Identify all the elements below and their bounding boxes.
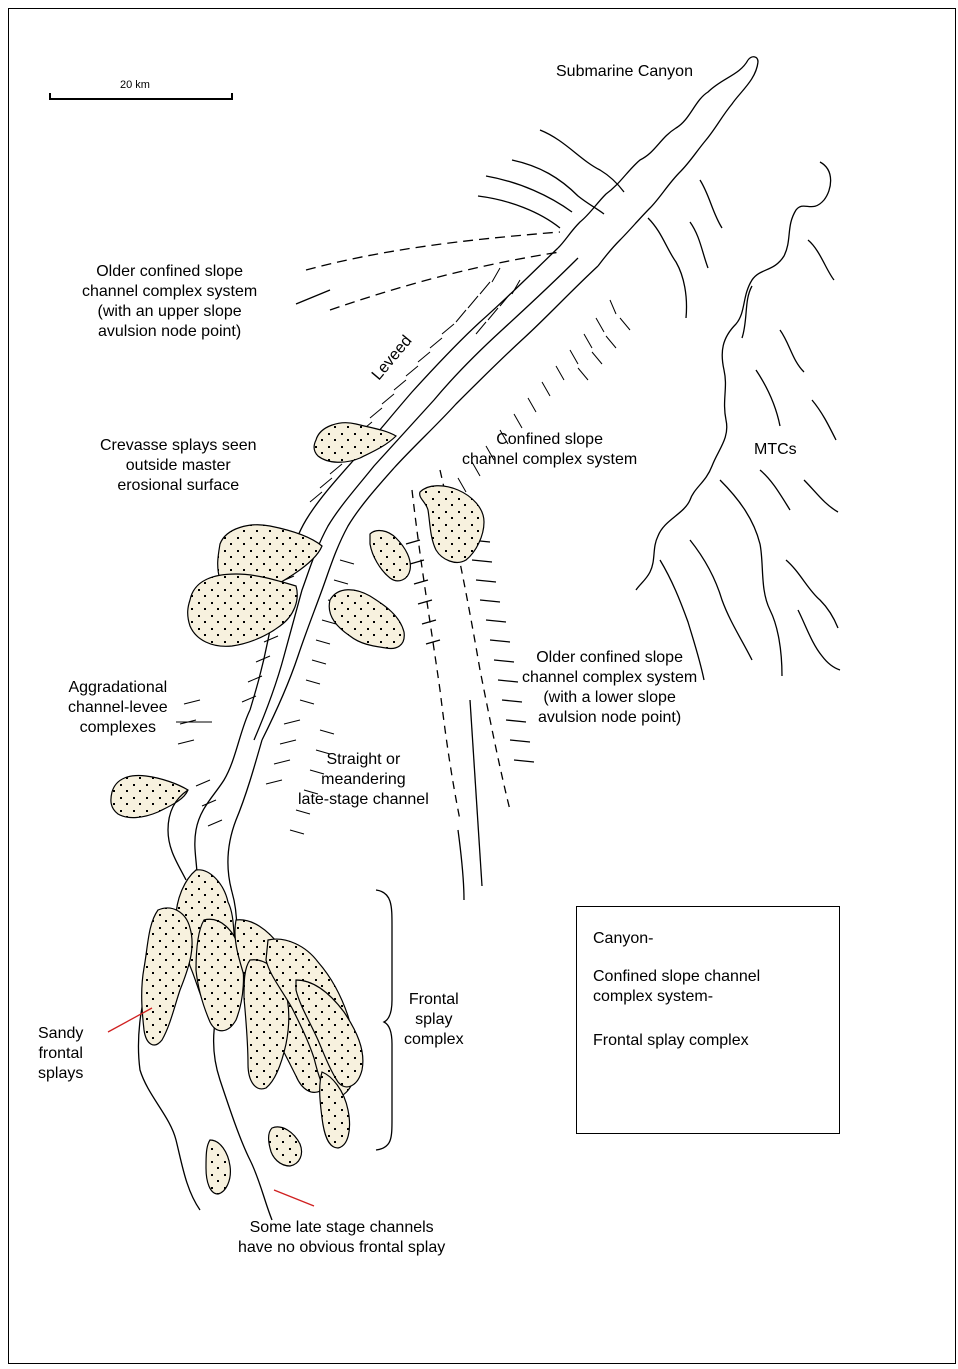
label-frontal-splay-complex: Frontal splay complex <box>404 990 464 1050</box>
label-mtcs: MTCs <box>754 440 797 460</box>
frontal-splays <box>142 870 363 1194</box>
label-sandy-frontal-splays: Sandy frontal splays <box>38 1024 83 1084</box>
label-submarine-canyon: Submarine Canyon <box>556 62 693 82</box>
label-older-upper-system: Older confined slope channel complex sys… <box>82 262 257 342</box>
older-upper-system <box>296 232 560 310</box>
submarine-canyon <box>478 57 758 266</box>
scale-bar-label: 20 km <box>120 79 150 91</box>
legend-item-frontal: Frontal splay complex <box>593 1031 749 1051</box>
label-straight-meandering: Straight or meandering late-stage channe… <box>298 750 429 810</box>
label-older-lower-system: Older confined slope channel complex sys… <box>522 648 697 728</box>
label-confined-slope: Confined slope channel complex system <box>462 430 637 470</box>
label-crevasse-splays: Crevasse splays seen outside master eros… <box>100 436 257 496</box>
label-late-stage-channels: Some late stage channels have no obvious… <box>238 1218 445 1258</box>
label-aggradational: Aggradational channel-levee complexes <box>68 678 168 738</box>
legend-box: Canyon- Confined slope channel complex s… <box>576 906 840 1134</box>
frontal-splay-bracket <box>376 890 392 1150</box>
scale-bar <box>50 93 232 100</box>
mtcs <box>636 162 840 680</box>
legend-item-canyon: Canyon- <box>593 929 653 949</box>
legend-item-confined: Confined slope channel complex system- <box>593 967 760 1007</box>
